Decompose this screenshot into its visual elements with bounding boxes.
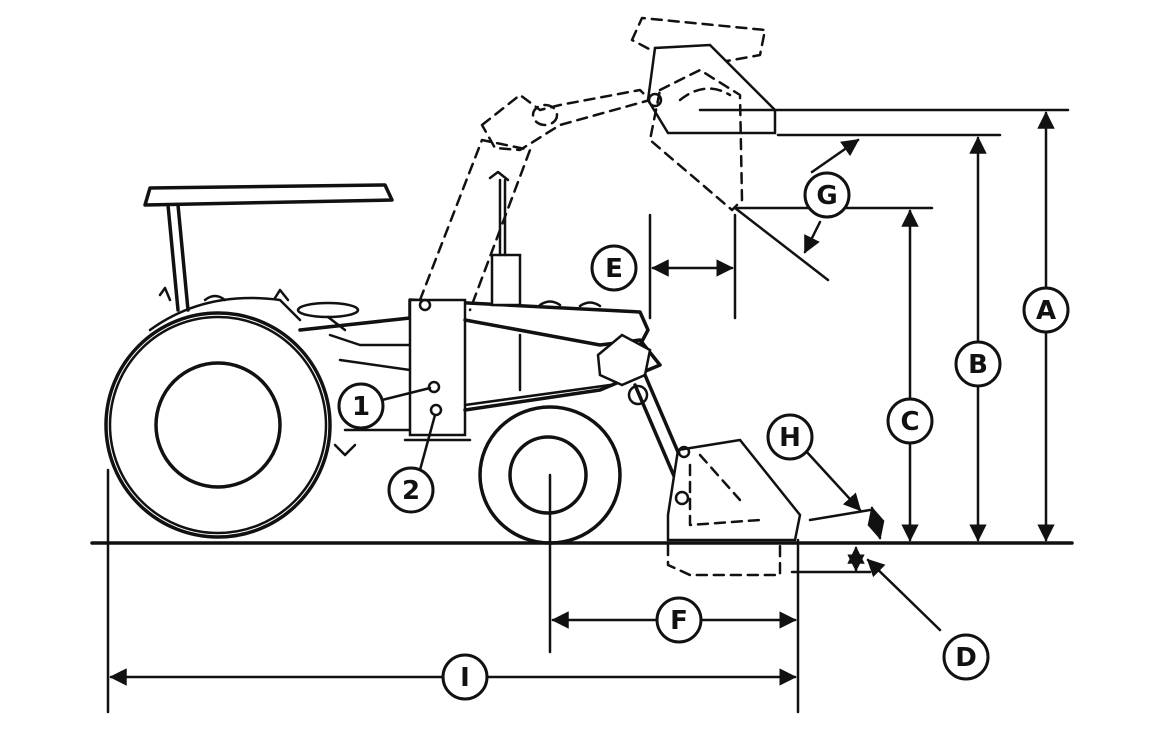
label-2: 2 <box>402 476 420 506</box>
tractor <box>104 170 802 545</box>
label-A: A <box>1036 296 1056 326</box>
label-B: B <box>968 350 988 380</box>
label-1: 1 <box>352 392 370 422</box>
callout-I: I <box>441 653 489 701</box>
callout-C: C <box>886 397 934 445</box>
label-F: F <box>670 606 688 636</box>
callout-E: E <box>590 244 638 292</box>
label-G: G <box>816 181 837 211</box>
callout-1: 1 <box>337 382 432 430</box>
label-D: D <box>955 643 977 673</box>
callout-B: B <box>954 340 1002 388</box>
callout-D: D <box>942 633 990 681</box>
label-E: E <box>605 254 623 284</box>
callout-A: A <box>1022 286 1070 334</box>
label-C: C <box>900 407 919 437</box>
callout-2: 2 <box>387 413 437 514</box>
canopy <box>143 183 394 312</box>
callout-F: F <box>655 596 703 644</box>
rear-wheel <box>104 311 332 539</box>
callout-G: G <box>803 171 851 219</box>
label-H: H <box>779 423 801 453</box>
label-I: I <box>460 663 470 693</box>
bucket-lowered <box>666 438 802 542</box>
callout-H: H <box>766 413 814 461</box>
